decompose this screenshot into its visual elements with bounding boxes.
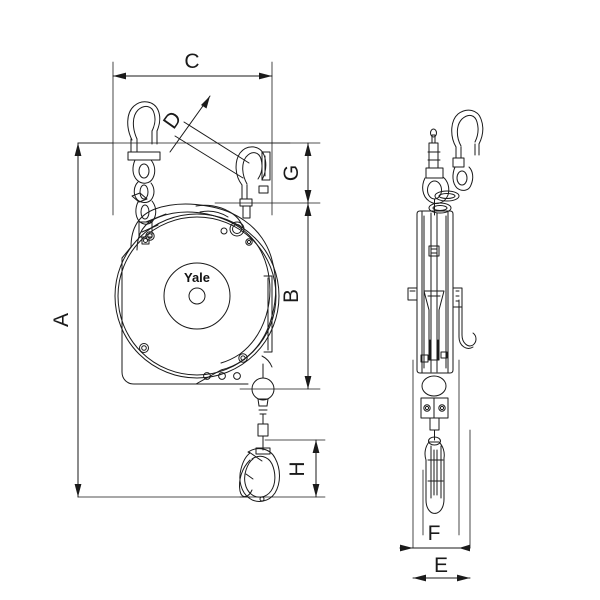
side-cable-stopper	[420, 375, 449, 441]
dimension-F	[399, 544, 471, 552]
dimension-D	[169, 95, 250, 179]
dimension-G	[304, 142, 312, 204]
side-body-housing	[407, 210, 477, 374]
dimension-label-G: G	[280, 165, 303, 181]
dimension-H	[312, 439, 320, 498]
dimension-B	[304, 202, 312, 390]
side-chain	[428, 190, 460, 214]
lower-load-hook	[239, 447, 280, 502]
dimension-label-C: C	[184, 50, 199, 73]
dimension-A	[74, 142, 82, 498]
lower-cable	[257, 413, 269, 451]
dimension-E	[412, 574, 471, 582]
dimension-label-D: D	[159, 107, 187, 133]
cable-stopper	[251, 363, 275, 415]
safety-hook	[235, 146, 271, 219]
brand-logo-text: Yale	[184, 270, 210, 285]
dimension-lines	[74, 72, 471, 582]
dimension-label-A: A	[50, 313, 73, 327]
extension-lines	[77, 61, 471, 549]
side-lower-hook	[424, 436, 445, 514]
top-suspension-hook	[127, 101, 161, 184]
side-top-hook	[451, 109, 484, 191]
balancer-body	[114, 203, 280, 385]
side-suspension-eye	[422, 128, 450, 216]
dimension-label-F: F	[428, 522, 441, 545]
side-view	[407, 109, 484, 514]
dimension-C	[112, 72, 273, 80]
dimension-label-H: H	[286, 461, 309, 476]
dimension-label-E: E	[434, 554, 448, 577]
dimension-label-B: B	[280, 289, 303, 303]
front-view	[114, 101, 280, 502]
